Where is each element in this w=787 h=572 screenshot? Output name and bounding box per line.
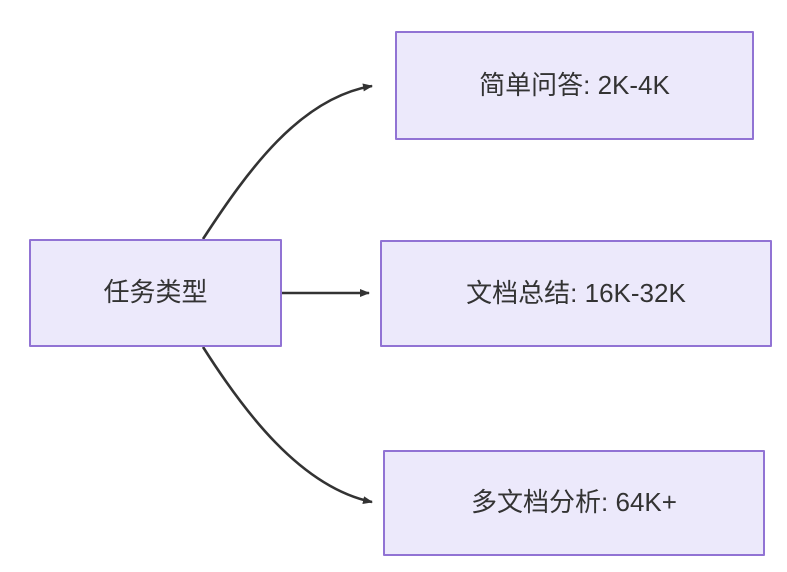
node-task-type[interactable]: 任务类型	[29, 239, 282, 347]
edge-to-simple-qa	[201, 83, 373, 240]
node-doc-summary[interactable]: 文档总结: 16K-32K	[380, 240, 772, 347]
node-multi-doc[interactable]: 多文档分析: 64K+	[383, 450, 765, 556]
node-doc-summary-label: 文档总结: 16K-32K	[466, 277, 686, 308]
node-task-type-label: 任务类型	[103, 277, 208, 308]
node-multi-doc-label: 多文档分析: 64K+	[471, 487, 677, 518]
node-simple-qa[interactable]: 简单问答: 2K-4K	[395, 31, 754, 140]
edge-to-multi-doc	[201, 346, 373, 505]
node-simple-qa-label: 简单问答: 2K-4K	[479, 69, 670, 100]
